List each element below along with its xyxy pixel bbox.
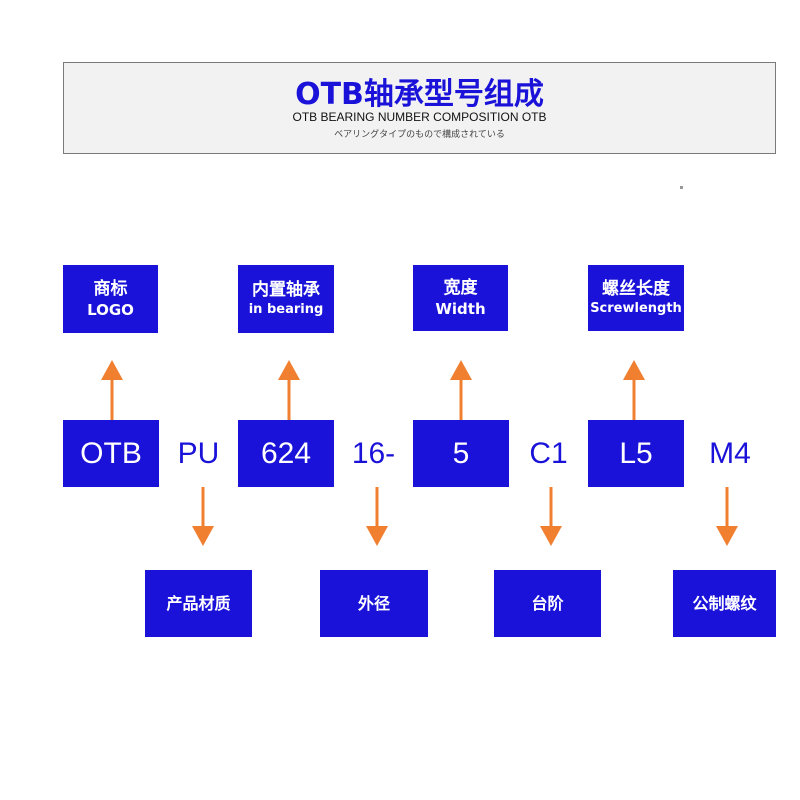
- arrow-down-metric-thread: [716, 487, 738, 546]
- segment-pu: PU: [159, 420, 238, 487]
- label-outer-diameter: 外径: [357, 593, 390, 613]
- label-box-metric-thread: 公制螺纹: [673, 570, 776, 637]
- label-box-step: 台阶: [494, 570, 601, 637]
- label-box-logo: 商标 LOGO: [63, 265, 158, 333]
- arrow-up-logo: [101, 360, 123, 420]
- speck-mark: [680, 186, 683, 189]
- segment-c1: C1: [509, 420, 588, 487]
- label-material: 产品材质: [166, 593, 231, 613]
- subtitle-japanese: ベアリングタイプのもので構成されている: [334, 130, 505, 140]
- label-step: 台阶: [531, 593, 564, 613]
- header-panel: OTB轴承型号组成 OTB BEARING NUMBER COMPOSITION…: [63, 62, 776, 154]
- arrow-down-outer-diameter: [366, 487, 388, 546]
- segment-m4: M4: [684, 420, 776, 487]
- segment-5: 5: [413, 420, 509, 487]
- label-box-outer-diameter: 外径: [320, 570, 428, 637]
- label-screwlength-en: Screwlength: [590, 301, 682, 317]
- label-box-width: 宽度 Width: [413, 265, 508, 331]
- segment-l5: L5: [588, 420, 684, 487]
- segment-624: 624: [238, 420, 334, 487]
- segment-otb: OTB: [63, 420, 159, 487]
- label-screwlength-cn: 螺丝长度: [602, 279, 670, 299]
- label-width-en: Width: [435, 300, 486, 319]
- arrow-down-step: [540, 487, 562, 546]
- label-in-bearing-en: in bearing: [248, 302, 324, 318]
- arrow-up-width: [450, 360, 472, 420]
- label-in-bearing-cn: 内置轴承: [252, 280, 320, 300]
- label-box-in-bearing: 内置轴承 in bearing: [238, 265, 334, 333]
- segment-16: 16-: [334, 420, 413, 487]
- arrow-down-material: [192, 487, 214, 546]
- label-logo-cn: 商标: [93, 278, 128, 299]
- label-width-cn: 宽度: [443, 277, 478, 298]
- label-box-material: 产品材质: [145, 570, 252, 637]
- arrow-up-in-bearing: [278, 360, 300, 420]
- arrow-up-screwlength: [623, 360, 645, 420]
- page-title: OTB轴承型号组成: [295, 77, 544, 112]
- subtitle-english: OTB BEARING NUMBER COMPOSITION OTB: [292, 110, 547, 124]
- label-metric-thread: 公制螺纹: [692, 593, 757, 613]
- label-logo-en: LOGO: [87, 301, 134, 320]
- label-box-screwlength: 螺丝长度 Screwlength: [588, 265, 684, 331]
